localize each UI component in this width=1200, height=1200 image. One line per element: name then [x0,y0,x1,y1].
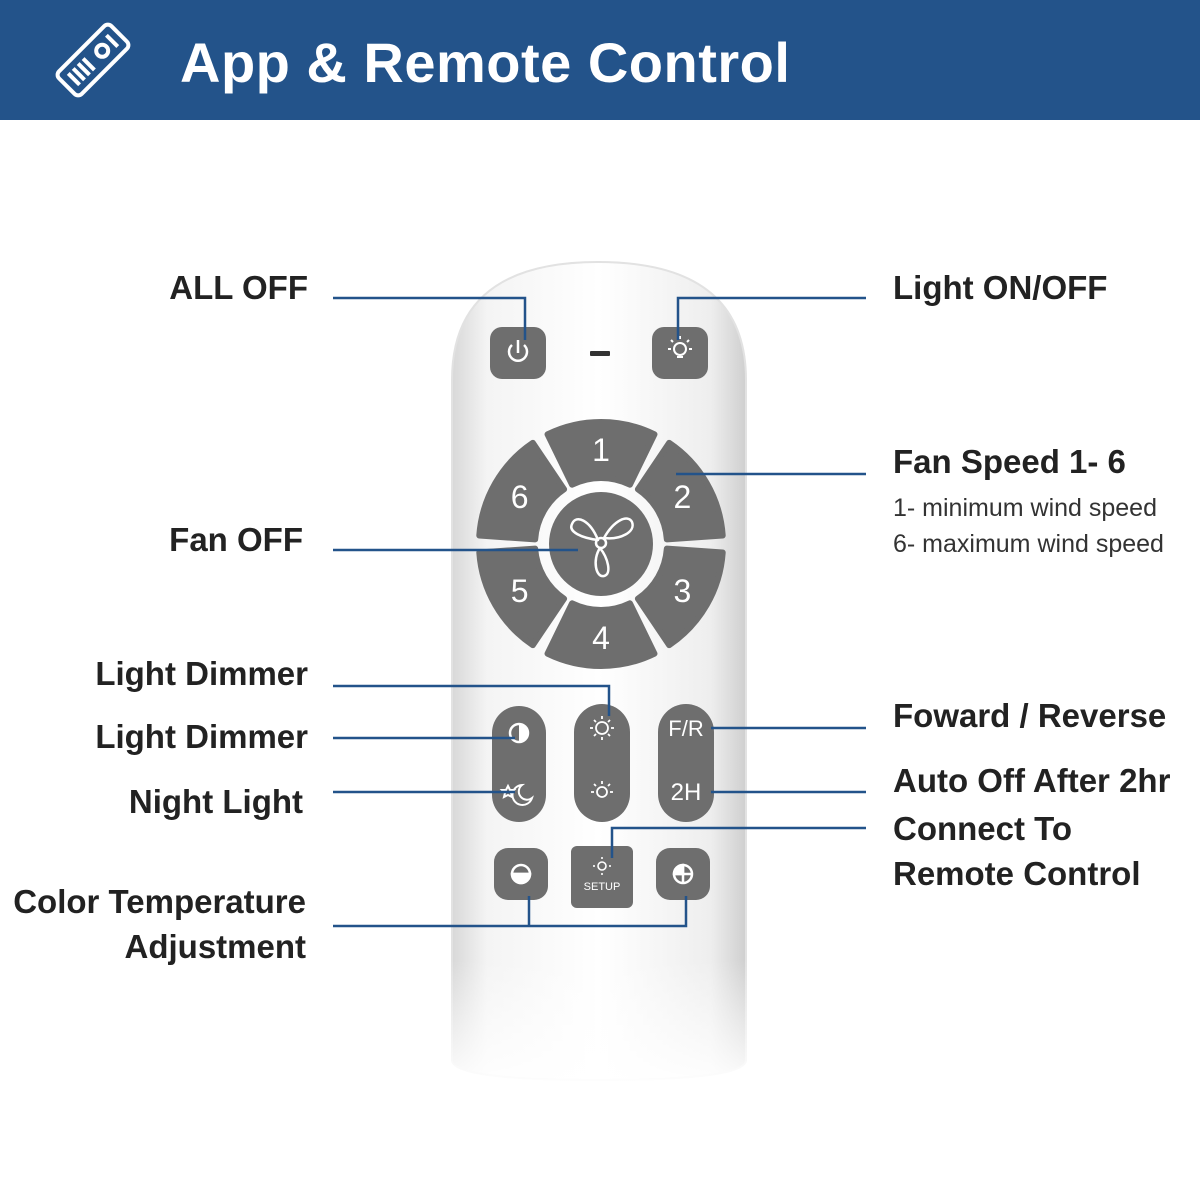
bulb-icon [668,336,692,358]
light-dimmer-2-label: Light Dimmer [95,718,308,755]
brightness-down-icon [591,781,613,798]
speed-button-label-6: 6 [511,479,529,515]
fan-speed-max-text: 6- maximum wind speed [893,530,1164,558]
fan-icon [570,517,634,578]
color-temp-minus-icon [510,863,532,885]
light-on-off-label: Light ON/OFF [893,269,1108,306]
speed-button-3[interactable] [634,545,726,649]
all-off-label: ALL OFF [169,269,308,306]
setup-button-label: SETUP [584,881,621,893]
speed-button-label-2: 2 [674,479,692,515]
header-bar: App & Remote Control [0,0,1200,120]
connect-line [610,826,866,858]
auto-off-label: Auto Off After 2hr [893,762,1171,799]
color-temp-label-line1: Color Temperature [13,883,306,920]
speed-button-label-1: 1 [592,432,610,468]
remote-fade [440,960,760,1090]
speed-button-4[interactable] [544,600,658,669]
fan-off-label: Fan OFF [169,521,303,558]
dimmer-night-column [492,706,546,822]
speed-button-label-5: 5 [511,573,529,609]
setup-sun-icon [593,857,611,875]
speed-button-6[interactable] [476,439,568,543]
contrast-icon [508,722,530,744]
night-light-label: Night Light [128,783,303,820]
connect-label-line1: Connect To [893,810,1073,847]
dimmer-column [574,704,630,822]
color-temp-cool-button [656,848,710,900]
connect-label-line2: Remote Control [893,855,1141,892]
all-off-button [490,327,546,379]
brightness-up-icon [590,716,614,740]
timer-button-label: 2H [671,779,702,806]
light-on-off-button [652,327,708,379]
page-title: App & Remote Control [180,31,791,94]
speed-button-1[interactable] [544,419,658,488]
fan-speed-label: Fan Speed 1- 6 [893,443,1126,480]
led-indicator [590,351,610,356]
speed-button-2[interactable] [634,439,726,543]
light-dimmer-1-label: Light Dimmer [95,655,308,692]
light-dimmer-1-line [333,684,611,716]
forward-reverse-label: Foward / Reverse [893,697,1167,734]
speed-button-label-4: 4 [592,620,610,656]
light-on-off-line [676,296,866,340]
color-temp-label-line2: Adjustment [124,928,307,965]
speed-button-5[interactable] [476,545,568,649]
all-off-line [333,296,527,340]
fan-speed-ring: 1 2 3 4 5 6 [476,419,726,669]
callout-lines [333,296,866,928]
color-temp-plus-icon [672,863,694,885]
color-temp-warm-button [494,848,548,900]
fan-off-button [549,492,653,596]
setup-button: SETUP [571,846,633,908]
fr-timer-column: F/R 2H [658,704,714,822]
color-temp-line [333,896,688,928]
speed-button-label-3: 3 [674,573,692,609]
remote-control-icon [55,22,131,98]
remote-body [451,260,747,1082]
power-icon [507,340,529,362]
fan-speed-min-text: 1- minimum wind speed [893,494,1157,522]
fr-button-label: F/R [668,716,703,741]
